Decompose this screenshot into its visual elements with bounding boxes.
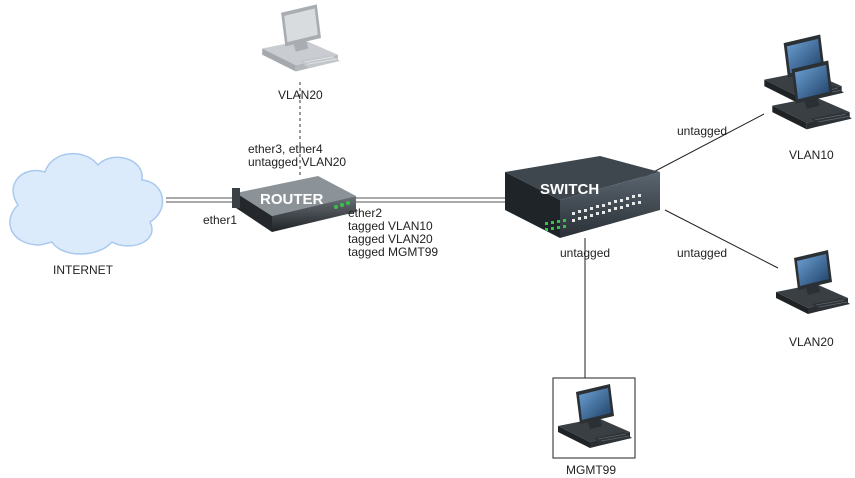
vlan20-right-pc-label: VLAN20 bbox=[789, 335, 834, 349]
desktop-computer-icon[interactable] bbox=[775, 249, 851, 315]
cloud-icon bbox=[9, 152, 164, 255]
desktop-computer-icon[interactable] bbox=[763, 34, 853, 130]
connection-router-switch bbox=[350, 197, 506, 203]
tagged-vlan20-label: tagged VLAN20 bbox=[348, 232, 433, 246]
connection-internet-router bbox=[166, 197, 238, 203]
tagged-mgmt99-label: tagged MGMT99 bbox=[348, 245, 438, 259]
mgmt-pc-label: MGMT99 bbox=[566, 463, 616, 477]
vlan10-pc-label: VLAN10 bbox=[789, 148, 834, 162]
connection-switch-vlan20 bbox=[664, 209, 779, 269]
selection-box bbox=[552, 377, 636, 459]
ether1-label: ether1 bbox=[203, 213, 237, 227]
router-label: ROUTER bbox=[260, 191, 324, 208]
top-pc-label: VLAN20 bbox=[278, 88, 323, 102]
switch-icon[interactable] bbox=[505, 156, 660, 238]
desktop-computer-icon[interactable] bbox=[552, 377, 636, 459]
router-icon[interactable] bbox=[232, 176, 356, 232]
switch-label: SWITCH bbox=[540, 181, 599, 198]
connection-switch-vlan10 bbox=[641, 113, 765, 179]
untagged-mgmt-label: untagged bbox=[560, 246, 610, 260]
router-top-port-label: ether3, ether4 bbox=[248, 142, 323, 156]
untagged-vlan20-label: untagged bbox=[677, 246, 727, 260]
router-top-vlan-label: untagged VLAN20 bbox=[248, 155, 346, 169]
tagged-vlan10-label: tagged VLAN10 bbox=[348, 219, 433, 233]
internet-label: INTERNET bbox=[53, 263, 114, 277]
desktop-computer-icon[interactable] bbox=[261, 3, 341, 72]
untagged-vlan10-label: untagged bbox=[677, 124, 727, 138]
ether2-label: ether2 bbox=[348, 206, 382, 220]
